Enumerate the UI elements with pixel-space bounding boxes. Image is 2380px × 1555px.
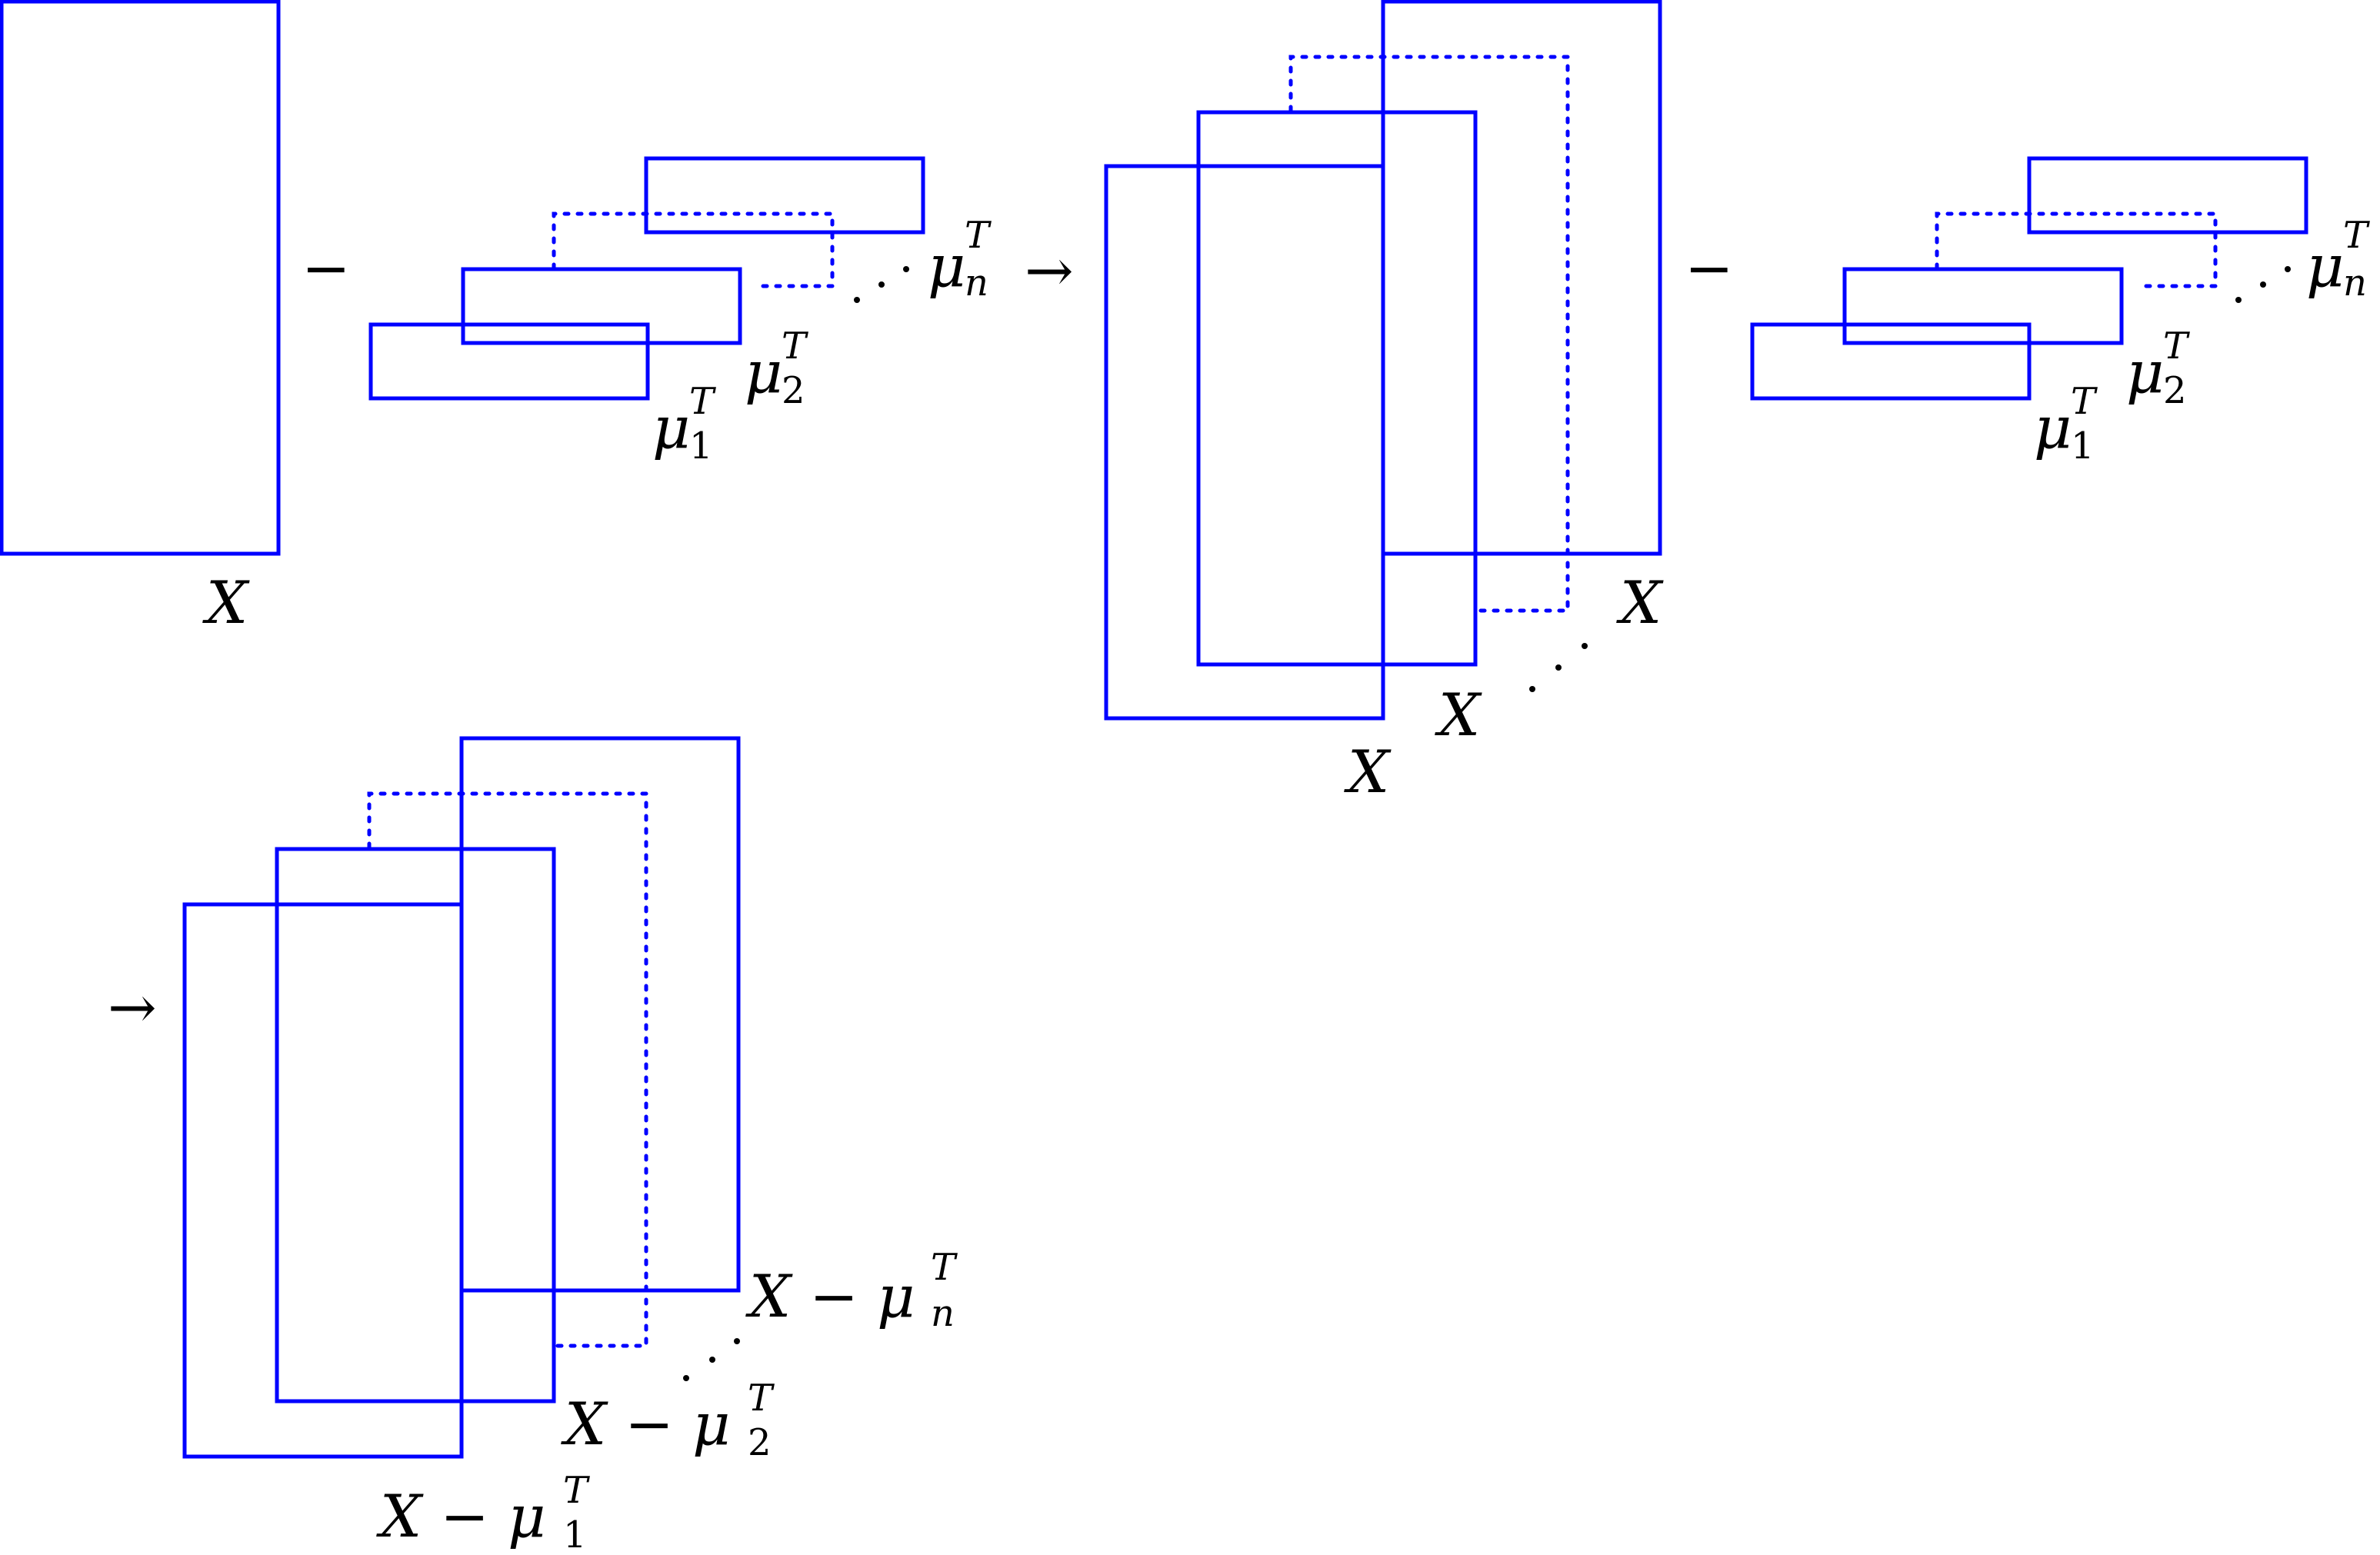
matrix-x-copy-2-label: X (1435, 681, 1482, 749)
svg-text:T: T (563, 1469, 590, 1512)
svg-text:X − μ: X − μ (561, 1390, 731, 1458)
centered-result-stack: X − μ T 1 X − μ T 2 X − μ T n (182, 736, 958, 1555)
mu-2-label: μ T 2 (745, 325, 808, 412)
svg-text:n: n (931, 1292, 955, 1335)
matrix-x-copy-n-label: X (1616, 568, 1664, 637)
mean-vectors-panel-2: μ T 1 μ T 2 μ T n (1750, 156, 2370, 468)
svg-text:X − μ: X − μ (745, 1262, 915, 1330)
mu-n-vector-2 (2027, 156, 2308, 235)
mu-1-label: μ T 1 (652, 380, 716, 468)
vector-ellipsis (854, 266, 909, 303)
mu-1-label-2: μ T 1 (2034, 380, 2098, 468)
result-ellipsis (683, 1338, 740, 1381)
mean-vectors-panel-1: μ T 1 μ T 2 μ T n (368, 156, 992, 468)
matrix-ellipsis (1529, 643, 1588, 692)
svg-text:T: T (2163, 325, 2190, 368)
arrow-2: → (108, 973, 157, 1041)
svg-text:μ: μ (2306, 231, 2344, 300)
svg-text:T: T (2071, 380, 2098, 423)
svg-text:T: T (748, 1377, 775, 1420)
svg-text:T: T (689, 380, 716, 423)
svg-text:T: T (931, 1246, 958, 1289)
dotted-vector-ellipsis-2 (1935, 211, 2218, 288)
svg-text:T: T (782, 325, 808, 368)
result-n-label: X − μ T n (745, 1246, 958, 1335)
svg-text:T: T (2343, 214, 2370, 257)
svg-text:1: 1 (2071, 425, 2095, 468)
mu-1-vector (368, 322, 650, 401)
mu-n-label-2: μ T n (2306, 214, 2370, 305)
mu-n-label: μ T n (928, 214, 992, 305)
svg-text:2: 2 (2163, 369, 2187, 412)
dotted-result-ellipsis (367, 791, 648, 1348)
svg-text:μ: μ (745, 338, 782, 406)
svg-text:T: T (965, 214, 992, 257)
dotted-vector-ellipsis (552, 211, 835, 288)
svg-text:n: n (2343, 261, 2367, 305)
svg-text:X − μ: X − μ (376, 1482, 546, 1550)
result-matrix-1 (182, 902, 464, 1459)
matrix-x-copy-n (1381, 0, 1662, 556)
svg-text:1: 1 (563, 1513, 587, 1555)
svg-text:μ: μ (928, 231, 965, 300)
mu-1-vector-2 (1750, 322, 2032, 401)
mu-2-label-2: μ T 2 (2126, 325, 2190, 412)
replicated-x-stack: X X X (1104, 0, 1664, 806)
matrix-x-copy-1 (1104, 164, 1385, 721)
dotted-matrix-ellipsis (1288, 55, 1570, 613)
result-matrix-2 (275, 847, 556, 1403)
minus-sign-1: − (302, 234, 351, 302)
matrix-x-label: X (202, 568, 250, 637)
matrix-x-copy-1-label: X (1344, 738, 1392, 806)
svg-text:2: 2 (748, 1421, 772, 1464)
vector-ellipsis-2 (2235, 266, 2291, 303)
matrix-x-copy-2 (1196, 110, 1478, 667)
result-2-label: X − μ T 2 (561, 1377, 775, 1464)
result-1-label: X − μ T 1 (376, 1469, 590, 1555)
minus-sign-2: − (1685, 234, 1734, 302)
svg-text:2: 2 (782, 369, 805, 412)
mu-n-vector (644, 156, 925, 235)
svg-text:μ: μ (2126, 338, 2164, 406)
matrix-x-panel: X (0, 0, 281, 637)
mu-2-vector-2 (1842, 267, 2124, 345)
mu-2-vector (461, 267, 742, 345)
svg-text:1: 1 (689, 425, 713, 468)
svg-text:μ: μ (652, 393, 690, 461)
svg-text:μ: μ (2034, 393, 2072, 461)
result-matrix-n (459, 736, 741, 1293)
matrix-x (0, 0, 281, 556)
arrow-1: → (1025, 236, 1074, 305)
svg-text:n: n (965, 261, 988, 305)
